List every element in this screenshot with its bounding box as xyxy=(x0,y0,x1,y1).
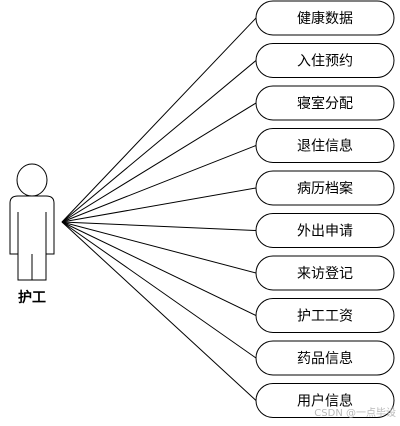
use-case-item[interactable]: 护工工资 xyxy=(255,298,395,333)
use-case-box[interactable] xyxy=(255,85,395,121)
use-case-label: 药品信息 xyxy=(297,350,353,367)
use-case-item[interactable]: 药品信息 xyxy=(255,340,395,376)
actor-body xyxy=(9,195,55,281)
use-case-box[interactable] xyxy=(255,170,395,206)
use-case-label: 寝室分配 xyxy=(297,95,353,112)
association-line xyxy=(61,102,257,223)
association-lines xyxy=(61,17,257,401)
use-case-box[interactable] xyxy=(255,255,395,291)
use-case-label: 健康数据 xyxy=(297,10,353,27)
use-case-box[interactable] xyxy=(255,298,395,333)
association-line xyxy=(61,17,257,223)
use-case-box[interactable] xyxy=(255,128,395,163)
association-line xyxy=(61,145,257,223)
use-case-label: 病历档案 xyxy=(297,180,353,197)
use-case-item[interactable]: 寝室分配 xyxy=(255,85,395,121)
use-case-label: 入住预约 xyxy=(297,54,353,70)
use-case-box[interactable] xyxy=(255,340,395,376)
use-case-box[interactable] xyxy=(255,0,395,36)
actor-figure: 护工 xyxy=(9,163,55,306)
association-line xyxy=(61,221,257,359)
association-line xyxy=(61,221,257,401)
use-case-box[interactable] xyxy=(255,43,395,78)
use-case-label: 护工工资 xyxy=(297,309,353,325)
association-line xyxy=(61,187,257,223)
use-case-item[interactable]: 健康数据 xyxy=(255,0,395,36)
use-case-box[interactable] xyxy=(255,213,395,248)
use-case-item[interactable]: 外出申请 xyxy=(255,213,395,248)
use-case-item[interactable]: 用户信息 xyxy=(255,383,395,418)
use-case-item[interactable]: 入住预约 xyxy=(255,43,395,78)
use-case-item[interactable]: 退住信息 xyxy=(255,128,395,163)
association-line xyxy=(61,221,257,274)
association-line xyxy=(61,221,257,316)
actor-label: 护工 xyxy=(18,289,46,306)
use-case-item[interactable]: 病历档案 xyxy=(255,170,395,206)
use-case-label: 用户信息 xyxy=(297,393,353,410)
use-case-item[interactable]: 来访登记 xyxy=(255,255,395,291)
association-line xyxy=(61,60,257,223)
watermark: CSDN @一点毕设 xyxy=(314,406,396,419)
use-case-label: 退住信息 xyxy=(297,138,353,155)
use-case-label: 来访登记 xyxy=(297,266,353,282)
use-case-label: 外出申请 xyxy=(297,224,353,240)
use-case-box[interactable] xyxy=(255,383,395,418)
actor-head xyxy=(16,163,48,197)
association-line xyxy=(61,221,257,231)
